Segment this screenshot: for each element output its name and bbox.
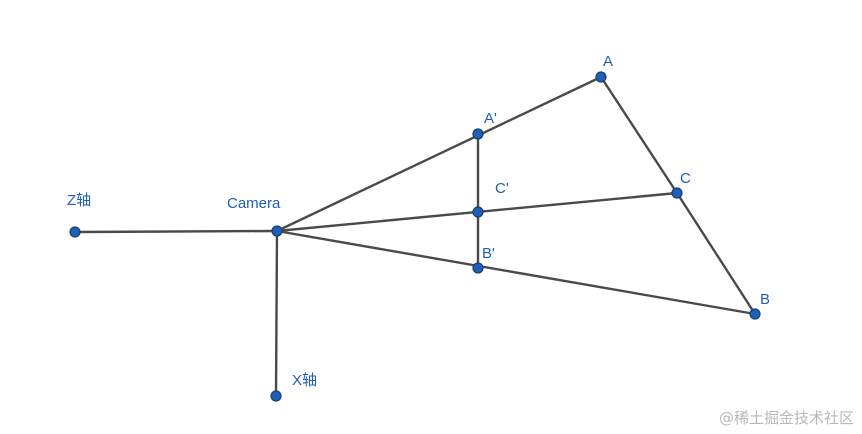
point-zaxis [69, 226, 81, 238]
point-a_prime [472, 128, 484, 140]
point-b_prime [472, 262, 484, 274]
label-c: C [680, 170, 691, 187]
point-c [671, 187, 683, 199]
edge-a-c [599, 75, 679, 195]
label-a: A [603, 53, 613, 70]
label-b: B [760, 291, 770, 308]
label-zaxis: Z轴 [67, 192, 91, 209]
label-xaxis: X轴 [292, 372, 317, 389]
point-camera [271, 225, 283, 237]
edge-camera-b [275, 229, 757, 316]
point-b [749, 308, 761, 320]
watermark: @稀土掘金技术社区 [718, 409, 854, 427]
edge-camera-a [275, 75, 603, 233]
label-c_prime: C' [495, 180, 509, 197]
diagram-points [69, 71, 761, 402]
label-b_prime: B' [482, 245, 495, 262]
edge-c-b [675, 191, 757, 316]
edge-zaxis-camera [73, 229, 279, 234]
label-a_prime: A' [484, 110, 497, 127]
point-c_prime [472, 206, 484, 218]
label-camera: Camera [227, 195, 281, 212]
point-xaxis [270, 390, 282, 402]
diagram-edges [73, 75, 757, 398]
edge-camera-xaxis [274, 229, 279, 398]
point-a [595, 71, 607, 83]
